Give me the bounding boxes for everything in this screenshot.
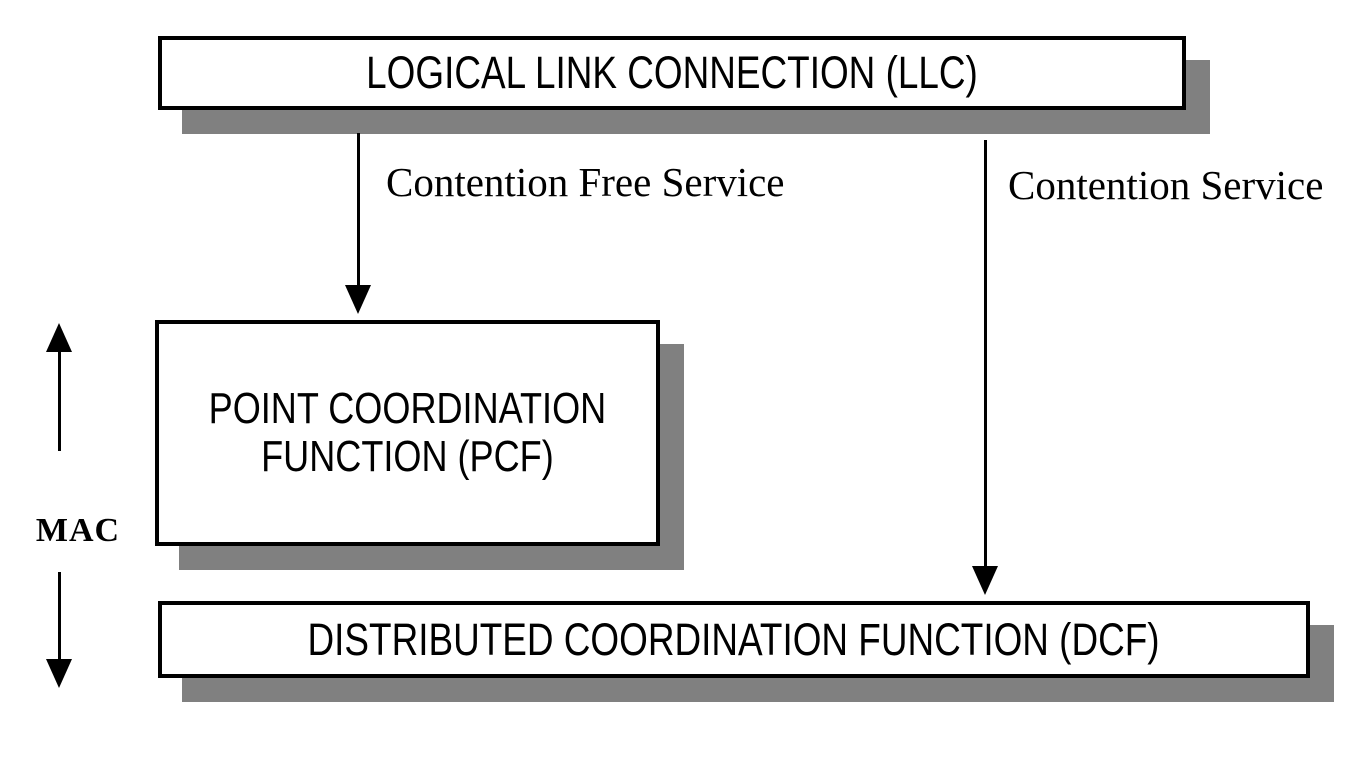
mac-extent-up-arrow-line: [58, 350, 61, 451]
contention-free-arrow-line: [357, 133, 360, 287]
contention-arrowhead-icon: [972, 566, 998, 595]
llc-box: LOGICAL LINK CONNECTION (LLC): [158, 36, 1186, 110]
mac-extent-up-arrowhead-icon: [46, 323, 72, 352]
pcf-box-label-line1: POINT COORDINATION: [208, 384, 607, 433]
contention-service-label: Contention Service: [1008, 162, 1324, 208]
dcf-box-label: DISTRIBUTED COORDINATION FUNCTION (DCF): [307, 613, 1161, 665]
pcf-box-label: POINT COORDINATION FUNCTION (PCF): [209, 385, 607, 481]
mac-extent-down-arrowhead-icon: [46, 659, 72, 688]
llc-box-label: LOGICAL LINK CONNECTION (LLC): [366, 47, 978, 98]
pcf-box-label-line2: FUNCTION (PCF): [261, 432, 554, 481]
contention-free-arrowhead-icon: [345, 285, 371, 314]
dcf-box: DISTRIBUTED COORDINATION FUNCTION (DCF): [158, 601, 1310, 678]
contention-free-service-label: Contention Free Service: [386, 159, 785, 205]
mac-extent-down-arrow-line: [58, 572, 61, 660]
pcf-box: POINT COORDINATION FUNCTION (PCF): [155, 320, 660, 546]
mac-layer-label: MAC: [35, 512, 121, 549]
contention-arrow-line: [984, 140, 987, 567]
